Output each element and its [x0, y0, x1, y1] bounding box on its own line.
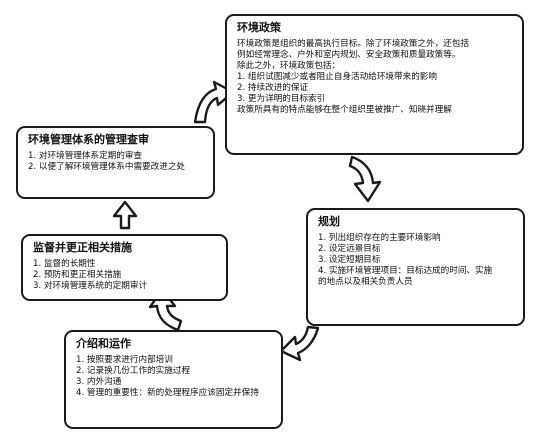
policy-line: 例如经常理念、户外和室内规划、安全政策和质量政策等。: [237, 50, 461, 61]
monitor-line: 2. 预防和更正相关措施: [33, 270, 122, 281]
plan-title: 规划: [318, 215, 340, 228]
operate-line: 3. 内外沟通: [76, 377, 122, 388]
operate-title: 介绍和运作: [76, 337, 131, 350]
plan-line: 2. 设定远景目标: [318, 244, 381, 255]
review-line: 2. 以便了解环境管理体系中需要改进之处: [28, 162, 186, 173]
operate-box: 介绍和运作 1. 按照要求进行内部培训 2. 记录换几份工作的实施过程 3. 内…: [64, 330, 283, 429]
plan-line: 3. 设定短期目标: [318, 255, 381, 266]
monitor-title: 监督并更正相关措施: [33, 241, 132, 254]
arrow-monitor-to-review: [112, 200, 138, 230]
policy-line: 2. 持续改进的保证: [237, 83, 309, 94]
policy-title: 环境政策: [237, 21, 281, 34]
policy-box: 环境政策 环境政策是组织的最高执行目标。除了环境政策之外，还包括 例如经常理念、…: [225, 14, 524, 155]
policy-line: 除此之外，环境政策包括：: [237, 61, 341, 72]
policy-line: 环境政策是组织的最高执行目标。除了环境政策之外，还包括: [237, 39, 470, 50]
monitor-line: 1. 监督的长期性: [33, 259, 96, 270]
operate-line: 2. 记录换几份工作的实施过程: [76, 366, 191, 377]
arrow-plan-to-operate: [279, 325, 320, 362]
review-box: 环境管理体系的管理查审 1. 对环境管理体系定期的审查 2. 以便了解环境管理体…: [16, 126, 215, 199]
review-title: 环境管理体系的管理查审: [28, 133, 149, 146]
policy-line: 3. 更为详明的目标索引: [237, 94, 326, 105]
monitor-box: 监督并更正相关措施 1. 监督的长期性 2. 预防和更正相关措施 3. 对环境管…: [21, 234, 228, 301]
plan-line: 4. 实施环境管理项目：目标达成的时间、实施: [318, 266, 493, 277]
plan-line: 1. 列出组织存在的主要环境影响: [318, 233, 441, 244]
monitor-line: 3. 对环境管理系统的定期审计: [33, 281, 148, 292]
policy-line: 政策所具有的特点能够在整个组织里被推广、知晓并理解: [237, 105, 452, 116]
policy-line: 1. 组织试图减少或者阻止自身活动给环境带来的影响: [237, 72, 437, 83]
plan-line: 的地点以及相关负责人员: [318, 277, 413, 288]
operate-line: 1. 按照要求进行内部培训: [76, 355, 173, 366]
plan-box: 规划 1. 列出组织存在的主要环境影响 2. 设定远景目标 3. 设定短期目标 …: [306, 208, 525, 326]
operate-line: 4. 管理的重要性：新的处理程序应该固定并保持: [76, 388, 259, 399]
arrow-policy-to-plan: [348, 155, 382, 203]
review-line: 1. 对环境管理体系定期的审查: [28, 151, 143, 162]
